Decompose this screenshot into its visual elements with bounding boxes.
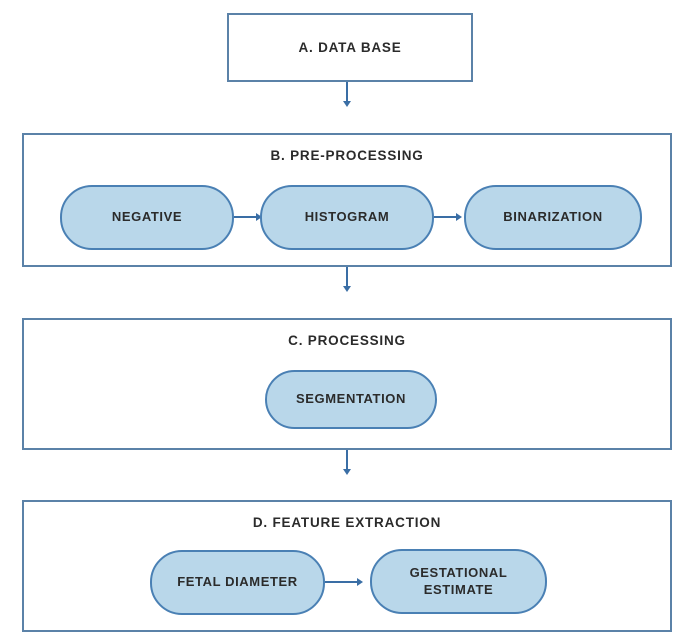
step-gestational-estimate-label: GESTATIONAL ESTIMATE: [409, 564, 508, 597]
step-histogram-label: HISTOGRAM: [304, 209, 390, 225]
step-fetal-diameter: FETAL DIAMETER: [150, 550, 325, 615]
step-histogram: HISTOGRAM: [260, 185, 434, 250]
node-database-label: A. DATA BASE: [298, 40, 402, 55]
section-processing-title: C. PROCESSING: [288, 333, 406, 348]
step-gestational-estimate: GESTATIONAL ESTIMATE: [370, 549, 547, 614]
node-database: A. DATA BASE: [227, 13, 473, 82]
section-preprocessing-title: B. PRE-PROCESSING: [270, 148, 424, 163]
step-negative-label: NEGATIVE: [111, 209, 183, 225]
arrow-processing-to-feature-extraction-icon: [343, 450, 351, 475]
arrow-negative-to-histogram-icon: [234, 213, 262, 221]
step-binarization: BINARIZATION: [464, 185, 642, 250]
step-segmentation: SEGMENTATION: [265, 370, 437, 429]
step-negative: NEGATIVE: [60, 185, 234, 250]
arrow-preprocessing-to-processing-icon: [343, 267, 351, 292]
arrow-database-to-preprocessing-icon: [343, 82, 351, 107]
step-binarization-label: BINARIZATION: [503, 209, 603, 225]
section-preprocessing: B. PRE-PROCESSING NEGATIVE HISTOGRAM BIN…: [22, 133, 672, 267]
step-fetal-diameter-label: FETAL DIAMETER: [177, 574, 298, 590]
section-feature-extraction-title: D. FEATURE EXTRACTION: [252, 515, 442, 530]
step-segmentation-label: SEGMENTATION: [296, 391, 406, 407]
section-feature-extraction: D. FEATURE EXTRACTION FETAL DIAMETER GES…: [22, 500, 672, 632]
section-processing: C. PROCESSING SEGMENTATION: [22, 318, 672, 450]
arrow-histogram-to-binarization-icon: [434, 213, 462, 221]
arrow-fetal-diameter-to-gestational-estimate-icon: [325, 578, 363, 586]
